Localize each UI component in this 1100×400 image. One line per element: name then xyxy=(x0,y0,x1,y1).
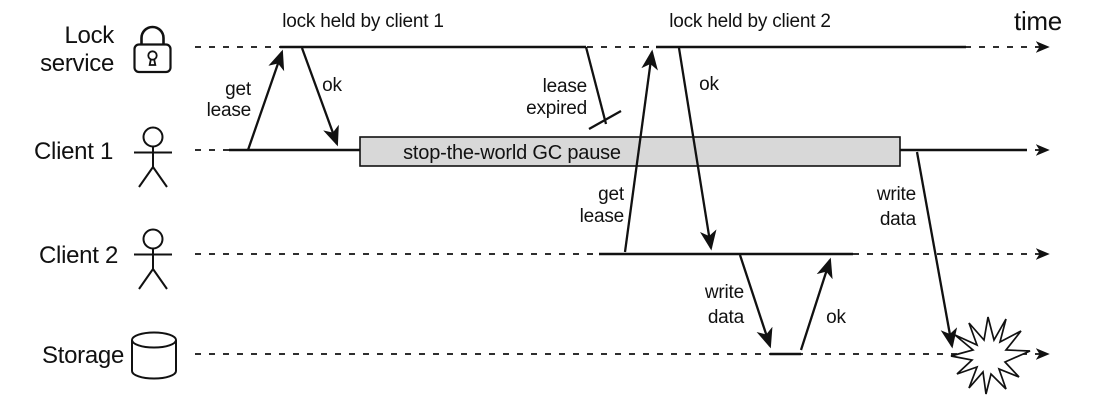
lane-label-storage: Storage xyxy=(42,342,124,369)
get-lease-2-arrow xyxy=(623,49,658,253)
message-arrows xyxy=(246,46,958,351)
ok-1-label: ok xyxy=(322,75,342,96)
ok-3-label: ok xyxy=(826,307,846,328)
message-labels: get lease ok lease expired get lease ok … xyxy=(207,74,917,328)
write-data-2-arrow xyxy=(915,151,958,349)
lane-label-lock-service-line2: service xyxy=(40,50,114,77)
lease-expired-label-line1: lease xyxy=(543,76,587,97)
write-data-1-label-line2: data xyxy=(708,307,745,328)
lock-held-2-label: lock held by client 2 xyxy=(669,11,831,32)
ok-2-label: ok xyxy=(699,74,719,95)
time-axis-label: time xyxy=(1014,6,1062,36)
get-lease-1-label-line1: get xyxy=(225,79,252,100)
gc-pause-label: stop-the-world GC pause xyxy=(403,142,621,164)
lease-expired-label-line2: expired xyxy=(526,98,587,119)
get-lease-1-arrow xyxy=(246,49,285,151)
lock-held-1-label: lock held by client 1 xyxy=(282,11,444,32)
activity-segments xyxy=(229,45,1027,356)
write-data-1-arrow xyxy=(738,254,773,349)
person-icon xyxy=(134,228,172,290)
lane-label-lock-service-line1: Lock xyxy=(65,22,116,49)
get-lease-1-label-line2: lease xyxy=(207,100,251,121)
write-data-2-label-line2: data xyxy=(880,209,917,230)
lane-label-client-1: Client 1 xyxy=(34,138,113,165)
explosion-icon xyxy=(950,316,1031,395)
gc-pause-box xyxy=(359,136,901,167)
write-data-1-label-line1: write xyxy=(704,282,744,303)
get-lease-2-label-line2: lease xyxy=(580,206,624,227)
write-data-2-label-line1: write xyxy=(876,184,916,205)
ok-3-arrow xyxy=(799,257,833,351)
ok-1-arrow xyxy=(300,47,339,147)
get-lease-2-label-line1: get xyxy=(598,184,625,205)
padlock-icon xyxy=(133,25,172,74)
database-cylinder-icon xyxy=(131,331,177,380)
lease-expired-line xyxy=(584,46,608,125)
person-icon xyxy=(134,126,172,188)
lane-label-client-2: Client 2 xyxy=(39,242,118,269)
lease-expired-cross xyxy=(588,109,622,131)
lane-labels: Lock service Client 1 Client 2 Storage xyxy=(34,22,124,369)
ok-2-arrow xyxy=(677,47,717,251)
